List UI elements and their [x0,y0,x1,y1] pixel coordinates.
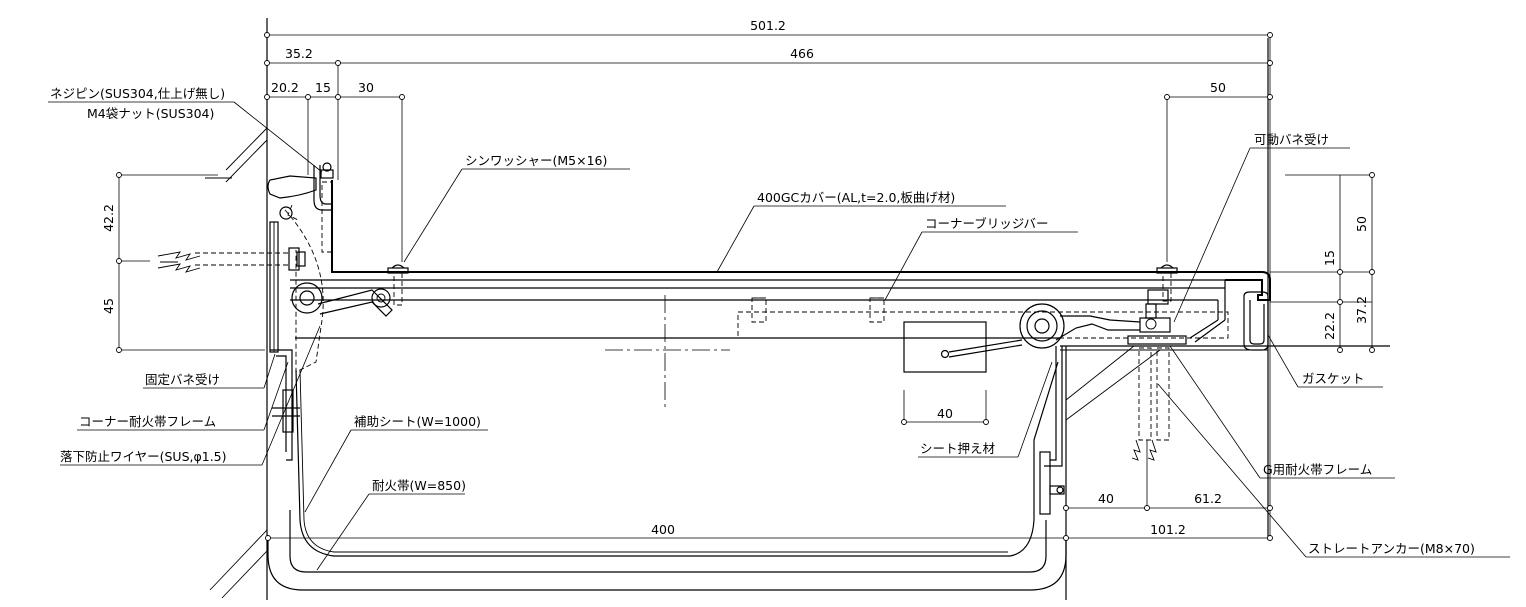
label-fire-band: 耐火帯(W=850) [372,478,466,493]
label-aux-sheet: 補助シート(W=1000) [354,414,481,429]
component-labels: ネジピン(SUS304,仕上げ無し) M4袋ナット(SUS304) シンワッシャ… [50,86,1475,556]
dim-15-right: 15 [1322,250,1337,266]
label-screw-pin: ネジピン(SUS304,仕上げ無し) [50,86,225,101]
washer-screw-right [1156,264,1178,302]
dim-37-2: 37.2 [1354,296,1369,324]
dim-22-2: 22.2 [1322,312,1337,340]
dim-35-2: 35.2 [285,46,313,61]
dim-400: 400 [651,522,675,537]
dimension-dots [116,32,1375,541]
label-g-frame: G用耐火帯フレーム [1263,462,1372,477]
left-mechanism [157,162,393,461]
dim-45: 45 [101,298,116,314]
dim-40-right: 40 [1098,491,1114,506]
label-cap-nut: M4袋ナット(SUS304) [87,106,214,121]
label-washer: シンワッシャー(M5×16) [465,153,607,168]
label-sheet-holder: シート押え材 [920,441,995,456]
dim-42-2: 42.2 [101,204,116,232]
dim-overall-width: 501.2 [750,18,786,33]
dimension-lines [118,34,1373,540]
dim-466: 466 [790,46,814,61]
dim-20-2: 20.2 [271,80,299,95]
leader-lines [48,101,1510,571]
dim-50-top: 50 [1210,80,1226,95]
fire-band [267,361,1067,591]
label-cover: 400GCカバー(AL,t=2.0,板曲げ材) [757,190,955,205]
label-fall-wire: 落下防止ワイヤー(SUS,φ1.5) [60,449,227,464]
washer-screw-left [387,264,409,306]
cover-400gc [290,165,1271,343]
dim-50-right: 50 [1354,216,1369,232]
dim-61-2: 61.2 [1194,491,1222,506]
dim-101-2: 101.2 [1150,522,1186,537]
label-anchor: ストレートアンカー(M8×70) [1308,541,1475,556]
dim-15: 15 [315,80,331,95]
label-gasket: ガスケット [1302,371,1365,386]
corner-bridge-bar [737,297,1229,339]
label-corner-frame: コーナー耐火帯フレーム [79,414,216,429]
label-fixed-spring: 固定バネ受け [145,372,220,387]
dimension-texts: 501.2 35.2 466 20.2 15 30 50 42.2 45 50 … [101,18,1369,537]
label-bridge-bar: コーナーブリッジバー [925,216,1049,231]
right-mechanism [903,289,1269,515]
dim-40-mid: 40 [937,406,953,421]
label-movable-spring: 可動バネ受け [1254,132,1329,147]
dim-30: 30 [358,80,374,95]
